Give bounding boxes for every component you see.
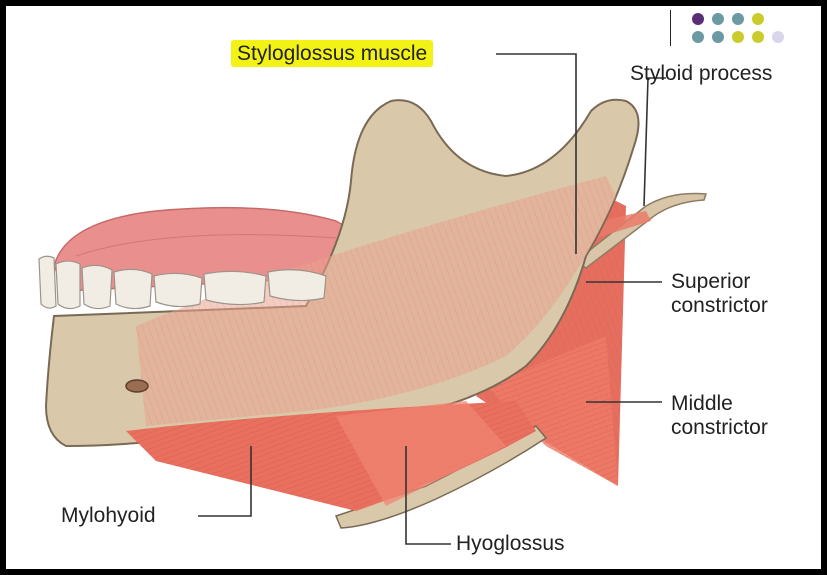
label-superior-constrictor: Superior constrictor: [671, 270, 768, 318]
middle-line2: constrictor: [671, 416, 768, 440]
decor-dot: [732, 31, 744, 43]
label-mylohyoid: Mylohyoid: [61, 504, 156, 528]
decor-dot: [772, 31, 784, 43]
slide-frame: Styloglossus muscle Styloid process Supe…: [6, 6, 821, 569]
label-middle-constrictor: Middle constrictor: [671, 392, 768, 440]
decor-dot: [712, 31, 724, 43]
label-hyoglossus: Hyoglossus: [456, 532, 565, 556]
superior-line1: Superior: [671, 270, 768, 294]
mental-foramen-shape: [126, 380, 148, 392]
decorative-dots: [692, 10, 802, 50]
decor-dot: [752, 31, 764, 43]
decor-dot: [692, 31, 704, 43]
decor-dot: [692, 13, 704, 25]
decor-dot: [732, 13, 744, 25]
label-styloid-process: Styloid process: [630, 62, 772, 86]
styloglossus-highlight: Styloglossus muscle: [231, 40, 433, 67]
superior-line2: constrictor: [671, 294, 768, 318]
decor-dot: [712, 13, 724, 25]
label-styloglossus: Styloglossus muscle: [231, 42, 433, 66]
middle-line1: Middle: [671, 392, 768, 416]
decor-dot: [752, 13, 764, 25]
